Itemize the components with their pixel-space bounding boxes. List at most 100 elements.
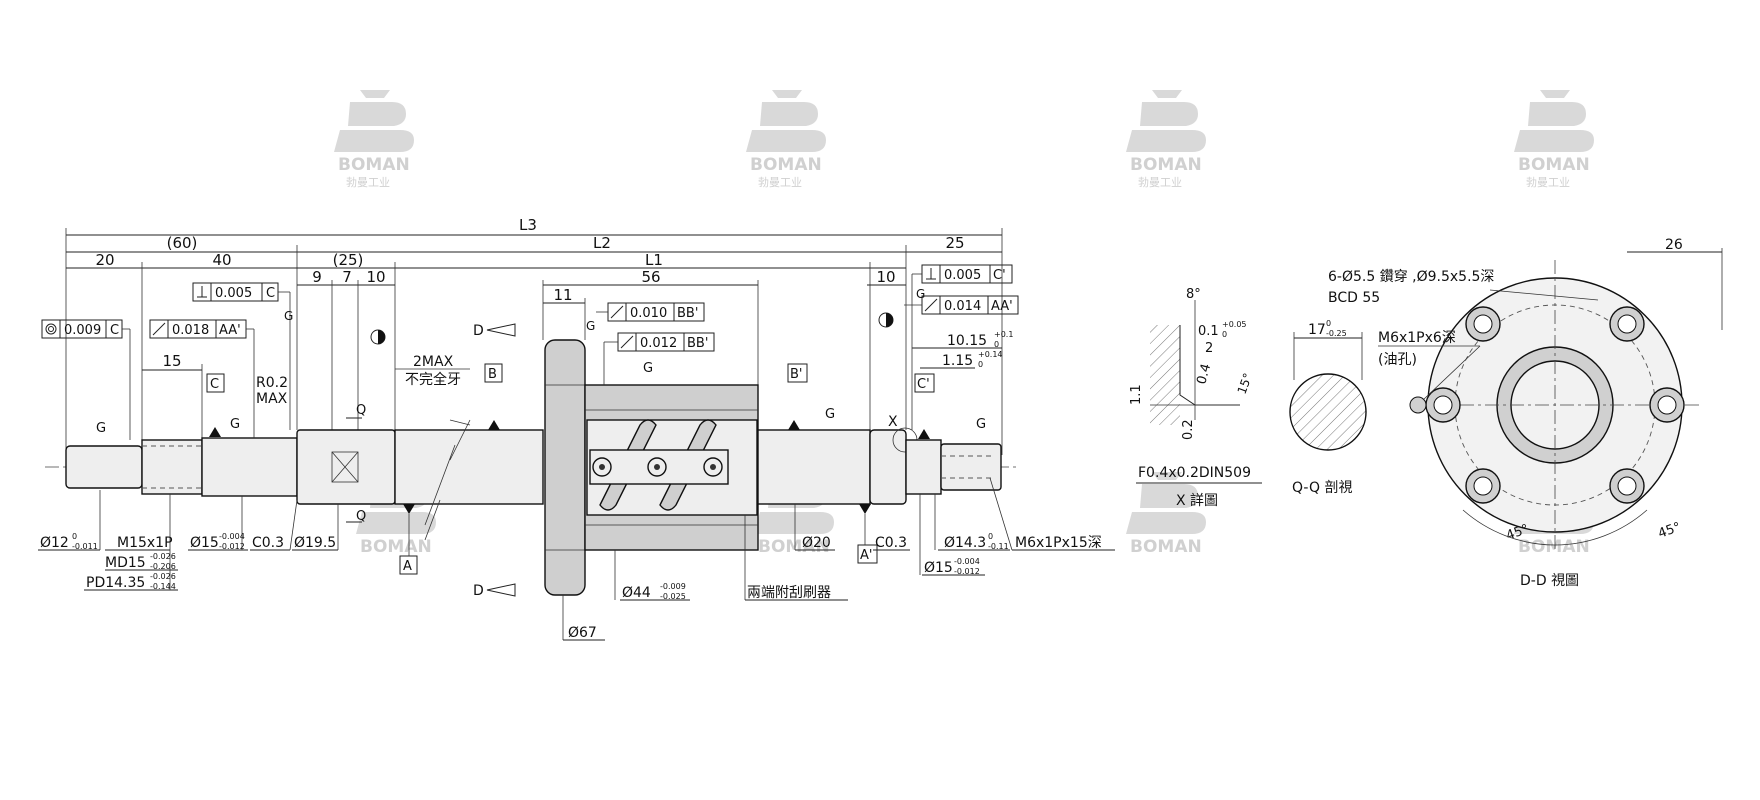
- d-oil-label: (油孔): [1378, 352, 1417, 368]
- tol-0-010: 0.010: [630, 306, 667, 321]
- watermark-brand: BOMAN: [1130, 155, 1202, 175]
- dim-10b: 10: [876, 268, 895, 286]
- g-mark-2: G: [230, 417, 240, 432]
- datum-c: C: [210, 377, 219, 392]
- dia19-5-label: Ø19.5: [294, 535, 336, 551]
- dim-60: (60): [167, 234, 198, 252]
- tol-0-010-ref: BB': [677, 306, 698, 321]
- d-view: 26 6-Ø5.5 鑽穿 ,Ø9.5x5.5深 BCD 55 M6x1Px6深 …: [1328, 237, 1723, 589]
- g-mark-7: G: [586, 319, 595, 333]
- watermark-brand: BOMAN: [758, 537, 830, 557]
- x-angle-8: 8°: [1186, 287, 1201, 302]
- dim-40: 40: [212, 251, 231, 269]
- watermark-brand: BOMAN: [1518, 155, 1590, 175]
- watermark-subtitle: 勃曼工业: [1526, 176, 1570, 189]
- tol-0-005a: 0.005: [215, 286, 252, 301]
- incomplete-thread-label: 不完全牙: [405, 371, 461, 388]
- dia14-3-up: 0: [988, 532, 993, 541]
- x-angle-15: 15°: [1235, 371, 1255, 396]
- thread-m15: [141, 439, 203, 495]
- x-dim-0-4: 0.4: [1194, 362, 1214, 386]
- dia15-label: Ø15: [190, 535, 219, 551]
- dia14-3-lo: -0.11: [988, 542, 1009, 551]
- tol-0-005a-ref: C: [266, 286, 275, 301]
- watermark-logo-7: BOMAN: [1126, 472, 1206, 557]
- dim-10a: 10: [366, 268, 385, 286]
- shoulder-right: [869, 429, 907, 505]
- datum-a: A: [403, 559, 412, 574]
- dim-10-15-lo: 0: [994, 340, 999, 349]
- bearing-seat-d15: [201, 437, 298, 497]
- dia12-tol-lo: -0.011: [72, 542, 98, 551]
- d-bcd-label: BCD 55: [1328, 290, 1380, 306]
- g-mark-8: G: [916, 287, 925, 301]
- shoulder-d19-5: [296, 429, 396, 505]
- tol-0-014: 0.014: [944, 299, 981, 314]
- x-detail-view: 8° 0.1 +0.05 0 2 0.4 15° 1.1 0.2 F0.4x0.…: [1129, 287, 1262, 509]
- pd1435-label: PD14.35: [86, 575, 145, 591]
- dim-15: 15: [162, 352, 181, 370]
- x-dim-0-2: 0.2: [1181, 419, 1196, 440]
- dia15-lo: -0.012: [219, 542, 245, 551]
- bearing-seat-right: [905, 439, 942, 495]
- d-dim-26: 26: [1665, 237, 1683, 253]
- g-mark-3: G: [643, 361, 653, 376]
- journal-d12: [65, 445, 143, 489]
- dim-1-15: 1.15: [942, 353, 973, 369]
- d-holes-label: 6-Ø5.5 鑽穿 ,Ø9.5x5.5深: [1328, 269, 1494, 285]
- tol-0-005b: 0.005: [944, 268, 981, 283]
- d-angle-45a: 45°: [1504, 522, 1531, 544]
- dia15-up: -0.004: [219, 532, 245, 541]
- dim-10-15: 10.15: [947, 333, 987, 349]
- watermark-brand: BOMAN: [1130, 537, 1202, 557]
- tol-0-014-ref: AA': [991, 299, 1013, 314]
- top-dimensions: L3 (60) L2 25 20 40 (25) L1 9 7 10 56 10…: [65, 216, 1003, 460]
- left-labels: G G G G G 0.009 C 0.018 AA' 0.005 C G: [38, 264, 1115, 641]
- watermark-brand: BOMAN: [1518, 537, 1590, 557]
- dim-20: 20: [95, 251, 114, 269]
- x-dim-2: 2: [1205, 341, 1213, 356]
- dim-11: 11: [553, 286, 572, 304]
- dia15b-lo: -0.012: [954, 567, 980, 576]
- md15-label: MD15: [105, 555, 146, 571]
- watermark-logo-4: BOMAN 勃曼工业: [1514, 90, 1594, 189]
- md15-up: -0.026: [150, 552, 176, 561]
- tol-0-018: 0.018: [172, 323, 209, 338]
- c03b-label: C0.3: [875, 535, 907, 551]
- dia12-label: Ø12: [40, 535, 69, 551]
- watermark-logo-1: BOMAN 勃曼工业: [334, 90, 414, 189]
- dim-L3: L3: [519, 216, 537, 234]
- d-tap-label: M6x1Px6深: [1378, 330, 1456, 346]
- c03a-label: C0.3: [252, 535, 284, 551]
- watermark-subtitle: 勃曼工业: [758, 176, 802, 189]
- md15-lo: -0.206: [150, 562, 176, 571]
- dia20-label: Ø20: [802, 535, 831, 551]
- q-dim-17-lo: -0.25: [1326, 329, 1347, 338]
- dia15b-up: -0.004: [954, 557, 980, 566]
- dia14-3-label: Ø14.3: [944, 535, 986, 551]
- watermark-logo-3: BOMAN 勃曼工业: [1126, 90, 1206, 189]
- watermark-brand: BOMAN: [338, 155, 410, 175]
- datum-b2: B': [790, 367, 803, 382]
- q-section-title: Q-Q 剖視: [1292, 480, 1352, 496]
- g-mark-4: G: [825, 407, 835, 422]
- watermark-subtitle: 勃曼工业: [1138, 176, 1182, 189]
- max-label: MAX: [256, 391, 288, 407]
- dia15b-label: Ø15: [924, 560, 953, 576]
- tol-0-005b-ref: C': [993, 268, 1006, 283]
- x-detail-title: X 詳圖: [1176, 493, 1218, 509]
- g-mark-1: G: [96, 421, 106, 436]
- datum-b: B: [488, 367, 497, 382]
- x-dim-1-1: 1.1: [1129, 384, 1144, 405]
- g-mark-5: G: [976, 417, 986, 432]
- d-mark-bottom: D: [473, 583, 484, 599]
- q-dim-17: 17: [1308, 322, 1326, 338]
- x-dim-0-1-up: +0.05: [1222, 320, 1247, 329]
- pd-lo: -0.144: [150, 582, 176, 591]
- r02-label: R0.2: [256, 375, 288, 391]
- dim-10-15-up: +0.1: [994, 330, 1013, 339]
- watermark-logo-2: BOMAN 勃曼工业: [746, 90, 826, 189]
- journal-right: [940, 443, 1002, 491]
- datum-markers: [209, 420, 930, 514]
